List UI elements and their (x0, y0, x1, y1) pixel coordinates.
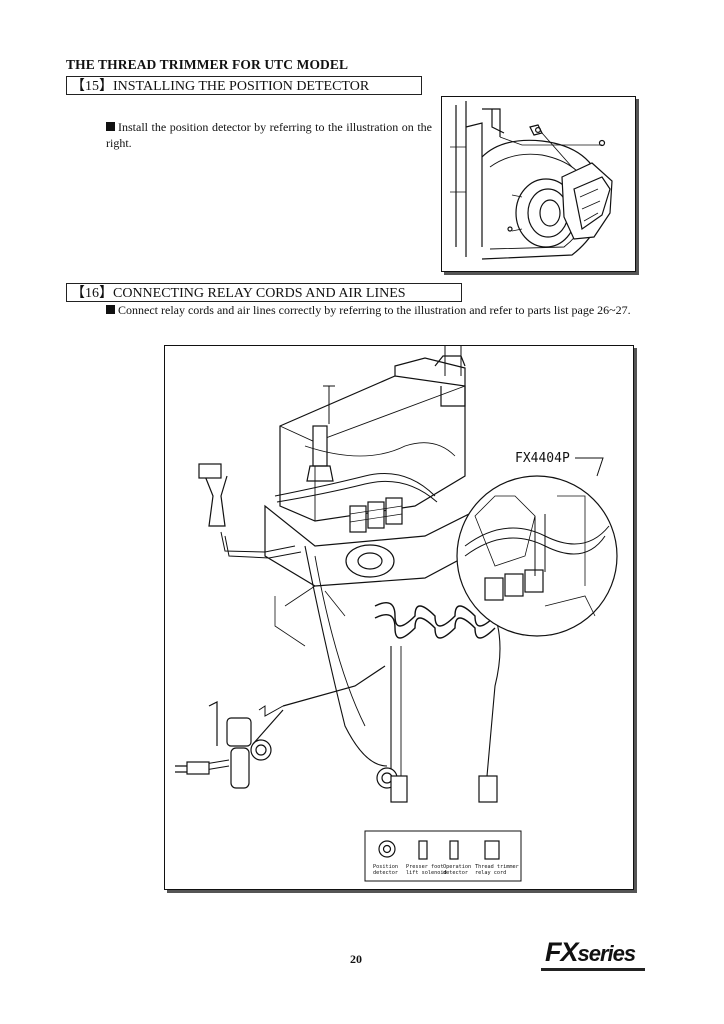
brand-logo: FXseries (545, 937, 637, 968)
bullet-square-icon (106, 122, 115, 131)
brand-underline (541, 968, 645, 971)
section-16-heading: 【16】CONNECTING RELAY CORDS AND AIR LINES (66, 283, 462, 302)
section-15-heading: 【15】INSTALLING THE POSITION DETECTOR (66, 76, 422, 95)
relay-cords-air-lines-illustration: FX4404P Position detector Presser foot l… (164, 345, 634, 890)
section-15-instruction: Install the position detector by referri… (106, 119, 432, 151)
connector-4-name-line2: relay cord (475, 870, 506, 876)
connector-2-name-line2: lift solenoid (406, 870, 447, 876)
connector-1-name-line2: detector (373, 870, 398, 876)
connector-3-name-line2: detector (443, 870, 468, 876)
section-16-instruction: Connect relay cords and air lines correc… (106, 302, 666, 318)
connector-2-name: Presser foot (406, 864, 443, 870)
connector-1-name: Position (373, 864, 398, 870)
page-number: 20 (350, 952, 362, 966)
brand-main: FX (545, 937, 579, 967)
bullet-square-icon (106, 305, 115, 314)
position-detector-illustration (441, 96, 636, 272)
model-callout: FX4404P (515, 451, 570, 466)
section-16-text: Connect relay cords and air lines correc… (118, 303, 631, 317)
document-title: THE THREAD TRIMMER FOR UTC MODEL (66, 57, 349, 72)
brand-suffix: series (577, 941, 637, 966)
section-15-text: Install the position detector by referri… (106, 120, 432, 150)
connector-4-name: Thread trimmer (475, 864, 519, 870)
connector-3-name: Operation (443, 864, 471, 870)
